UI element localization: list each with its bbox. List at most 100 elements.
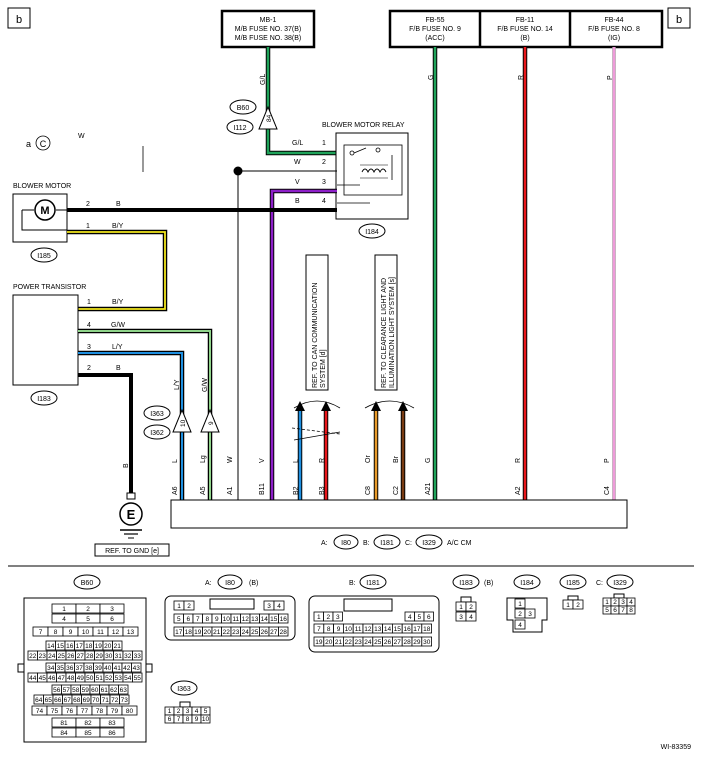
i181-pin: 21 <box>335 639 343 646</box>
i80-pin: 11 <box>232 616 239 623</box>
ref-can-line1: REF. TO CAN COMMUNICATION <box>312 283 319 388</box>
fuse-fb44-line2: (IG) <box>608 35 620 42</box>
acm-wire-label: L <box>172 459 179 463</box>
marker-a: a <box>26 139 31 149</box>
i80-pin: 2 <box>187 603 191 610</box>
pt-pin-3: 3 <box>87 344 91 351</box>
wire-gw <box>78 330 211 500</box>
b60-pin: 13 <box>127 629 135 636</box>
b60-pin: 76 <box>66 708 74 715</box>
connector-i112-badge <box>226 119 254 135</box>
i80-pin: 28 <box>280 629 288 636</box>
b60-pin: 12 <box>112 629 120 636</box>
i181-pin: 29 <box>413 639 421 646</box>
view-i185-badge <box>559 574 587 590</box>
i80-pin: 22 <box>223 629 231 636</box>
label-w-top: W <box>78 133 85 140</box>
i80-pin: 8 <box>205 616 209 623</box>
b60-pin: 44 <box>29 675 37 682</box>
acm-pin-label: A2 <box>515 486 522 495</box>
view-i80-badge <box>217 574 243 590</box>
acm-pin-label: A6 <box>172 486 179 495</box>
i363-cell <box>200 714 211 724</box>
b60-pin: 35 <box>57 665 65 672</box>
b60-pin: 29 <box>96 653 104 660</box>
b60-pin: 82 <box>84 720 92 727</box>
i80-pin: 5 <box>177 616 181 623</box>
fuse-fb44-line1: F/B FUSE NO. 8 <box>588 26 640 33</box>
i329-pin: 8 <box>629 607 633 614</box>
ac-cm-box <box>170 499 628 529</box>
b60-pin: 83 <box>108 720 116 727</box>
i80-cell <box>278 613 289 624</box>
i80-pin: 15 <box>270 616 278 623</box>
motor-wire-2: B <box>116 201 121 208</box>
blower-motor-relay: BLOWER MOTOR RELAY <box>322 122 409 220</box>
b60-pin: 64 <box>35 697 43 704</box>
i80-pin: 19 <box>194 629 202 636</box>
blower-motor: BLOWER MOTOR M <box>12 183 71 243</box>
b60-pin: 70 <box>92 697 100 704</box>
acm-wire-label: Or <box>365 455 372 463</box>
acm-pin-label: C4 <box>604 486 611 495</box>
b60-pin: 25 <box>58 653 66 660</box>
b60-pin: 2 <box>86 606 90 613</box>
i80-pin: 17 <box>175 629 183 636</box>
i181-pin: 25 <box>374 639 382 646</box>
i80-pin: 6 <box>186 616 190 623</box>
ground-ref-text: REF. TO GND [e] <box>105 548 159 555</box>
light-arc <box>364 400 415 409</box>
view-a-prefix: A: <box>205 580 212 587</box>
i184-cell <box>514 619 526 630</box>
b60-pin: 46 <box>48 675 56 682</box>
i80-pin: 10 <box>223 616 231 623</box>
i80-cell <box>278 626 289 637</box>
b60-pin: 4 <box>62 616 66 623</box>
acm-legend-i80: I80 <box>341 540 351 547</box>
ground: E <box>119 492 143 539</box>
figure-code: WI-83359 <box>661 744 691 751</box>
wire-gl <box>266 47 337 155</box>
b60-pin: 50 <box>86 675 94 682</box>
b60-pin: 9 <box>69 629 73 636</box>
label-wire-r: R <box>518 75 525 80</box>
b60-pin: 18 <box>85 643 93 650</box>
b60-pin: 51 <box>96 675 104 682</box>
i181-pin: 17 <box>413 626 421 633</box>
i80-pin: 24 <box>242 629 250 636</box>
view-i183-badge <box>452 574 480 590</box>
relay-pin-2: 2 <box>322 159 326 166</box>
connector-i112-label: I112 <box>233 125 246 132</box>
connector-b60-badge <box>229 99 257 115</box>
b60-cell <box>99 603 125 614</box>
b60-pin: 11 <box>97 629 104 636</box>
view-i184-label: I184 <box>520 580 534 587</box>
b60-pin: 85 <box>84 730 92 737</box>
relay-wire-4: B <box>295 198 300 205</box>
b60-pin: 5 <box>86 616 90 623</box>
acm-wire-label: L <box>293 459 300 463</box>
b60-pin: 60 <box>91 687 99 694</box>
b60-pin: 80 <box>126 708 134 715</box>
b60-pin: 34 <box>47 665 55 672</box>
b60-pin: 75 <box>51 708 59 715</box>
b60-pin: 43 <box>133 665 141 672</box>
blower-motor-title: BLOWER MOTOR <box>13 183 71 190</box>
b60-pin: 30 <box>105 653 113 660</box>
i80-pin: 9 <box>215 616 219 623</box>
pt-wire-2: B <box>116 365 121 372</box>
acm-legend-i329-badge <box>415 534 443 550</box>
connector-i183-label: I183 <box>37 396 51 403</box>
i184-pin: 3 <box>528 611 532 618</box>
b60-pin: 55 <box>134 675 142 682</box>
fuse-fb11-title: FB-11 <box>516 17 535 24</box>
i181-pin: 12 <box>364 626 372 633</box>
b60-pin: 53 <box>115 675 123 682</box>
arrow-light-br <box>398 401 408 411</box>
i181-cell <box>332 611 343 622</box>
